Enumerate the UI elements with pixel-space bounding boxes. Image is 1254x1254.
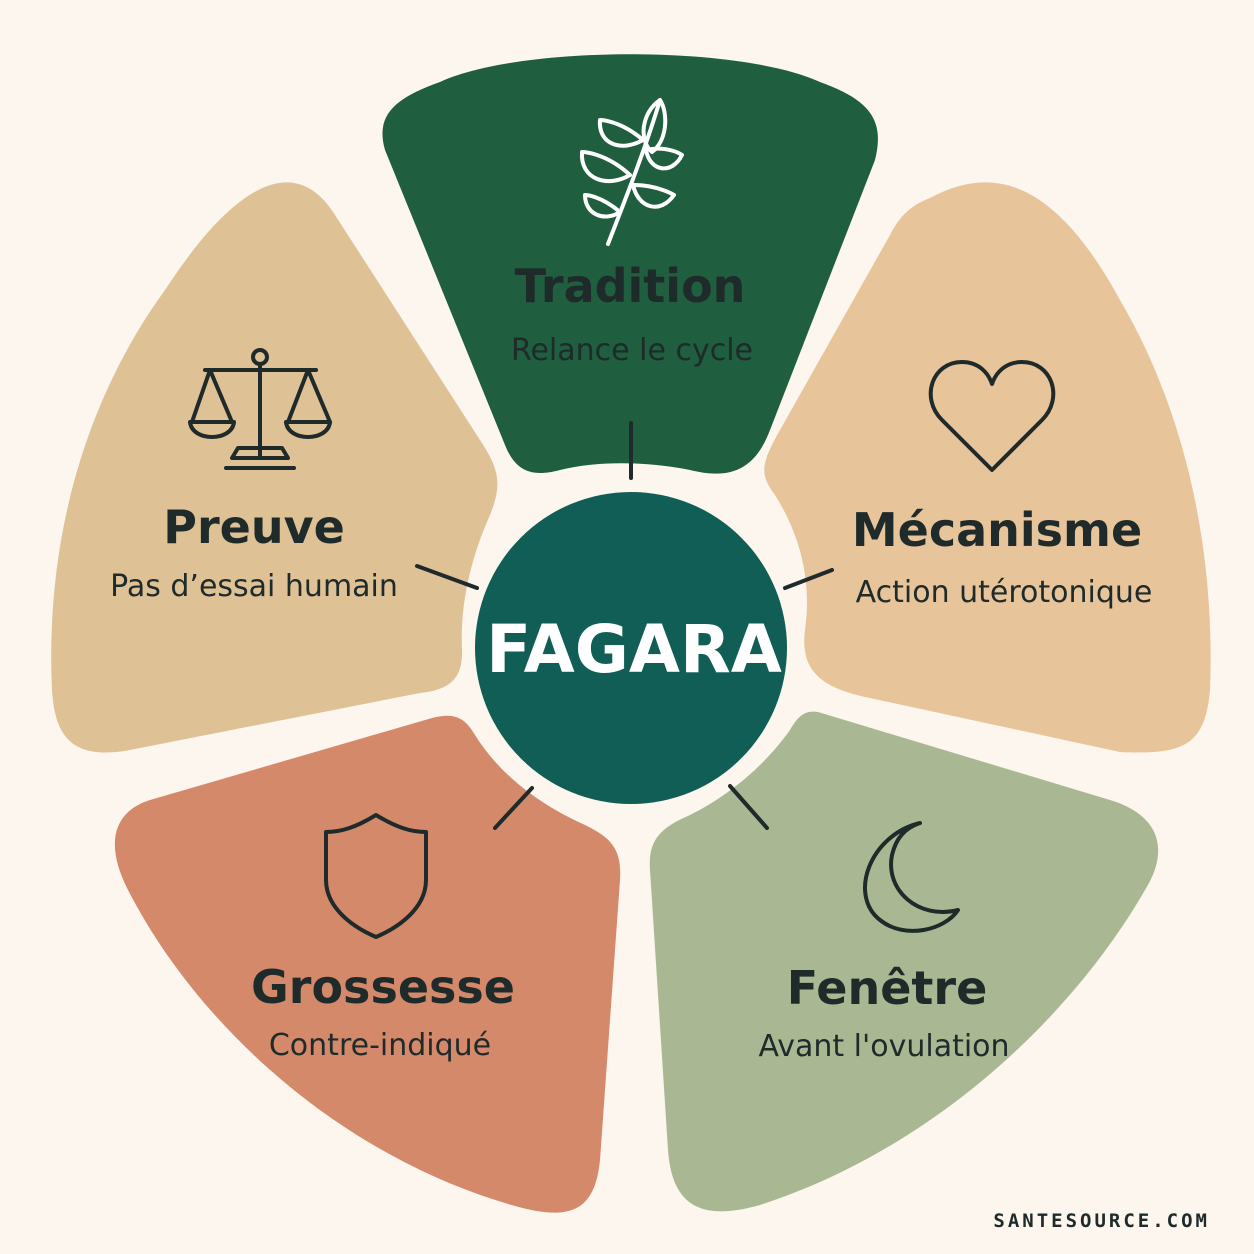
petal-subtitle-mecanisme: Action utérotonique xyxy=(856,575,1153,610)
petal-title-preuve: Preuve xyxy=(163,500,345,554)
petal-title-tradition: Tradition xyxy=(515,259,746,313)
petal-title-fenetre: Fenêtre xyxy=(787,961,988,1015)
leaf-branch-icon xyxy=(579,98,684,246)
connector-mecanisme xyxy=(783,568,834,590)
connector-fenetre xyxy=(728,784,769,830)
petal-tradition xyxy=(382,54,878,474)
petal-subtitle-tradition: Relance le cycle xyxy=(511,333,753,368)
petal-grossesse xyxy=(114,715,621,1213)
petal-title-mecanisme: Mécanisme xyxy=(852,503,1142,557)
moon-icon xyxy=(863,821,960,933)
heart-icon xyxy=(928,360,1056,472)
petal-subtitle-preuve: Pas d’essai humain xyxy=(110,569,398,604)
connector-grossesse xyxy=(493,786,534,830)
connector-preuve xyxy=(415,564,479,590)
shield-icon xyxy=(324,813,428,939)
petal-fenetre xyxy=(649,711,1159,1212)
petal-title-grossesse: Grossesse xyxy=(251,960,515,1014)
scales-icon xyxy=(188,348,332,470)
center-circle xyxy=(475,492,787,804)
brand-footer[interactable]: SANTESOURCE.COM xyxy=(993,1210,1210,1232)
petal-subtitle-fenetre: Avant l'ovulation xyxy=(758,1029,1009,1064)
center-title: FAGARA xyxy=(486,611,782,688)
petal-subtitle-grossesse: Contre-indiqué xyxy=(269,1028,491,1063)
